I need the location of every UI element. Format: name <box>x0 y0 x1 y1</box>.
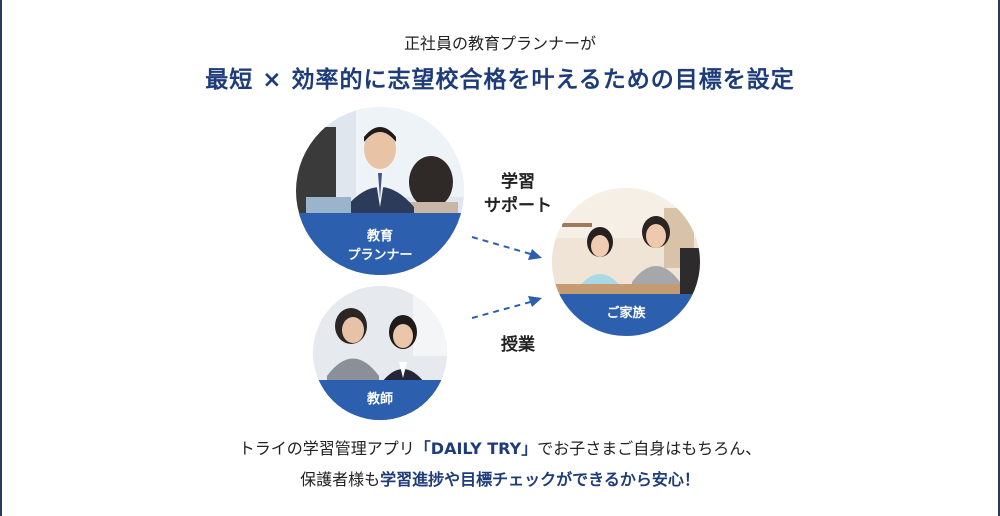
arrow-head-lower <box>528 296 542 307</box>
family-label: ご家族 <box>552 294 700 336</box>
lesson-flow-label: 授業 <box>501 335 535 355</box>
planner-label-line2: プランナー <box>347 248 413 263</box>
teacher-photo-circle: 教師 <box>313 286 447 420</box>
app-name: 「DAILY TRY」 <box>414 439 538 458</box>
footer-line2-pre: 保護者様も <box>300 470 381 489</box>
planner-photo-circle: 教育 プランナー <box>296 107 464 275</box>
footer-line2-highlight: 学習進捗や目標チェックができるから安心！ <box>380 470 700 489</box>
support-label-line2: サポート <box>484 196 552 216</box>
arrow-planner-to-family <box>471 236 535 256</box>
planner-label-line1: 教育 <box>366 229 393 244</box>
section-subtitle: 正社員の教育プランナーが <box>403 34 596 53</box>
section-headline: 最短 × 効率的に志望校合格を叶えるための目標を設定 <box>205 67 795 93</box>
footer-line-1: トライの学習管理アプリ「DAILY TRY」でお子さまご自身はもちろん、 <box>0 435 1000 459</box>
arrow-teacher-to-family <box>471 300 535 319</box>
family-photo-circle: ご家族 <box>552 188 700 336</box>
arrow-head-upper <box>528 249 542 260</box>
footer-line-2: 保護者様も学習進捗や目標チェックができるから安心！ <box>0 466 1000 490</box>
flow-arrows <box>471 236 542 319</box>
teacher-label: 教師 <box>313 380 447 420</box>
support-flow-label: 学習 サポート <box>478 170 558 218</box>
footer-line1-post: でお子さまご自身はもちろん、 <box>537 439 762 458</box>
support-label-line1: 学習 <box>501 172 535 192</box>
planner-label: 教育 プランナー <box>296 213 464 275</box>
footer-line1-pre: トライの学習管理アプリ <box>238 439 415 458</box>
